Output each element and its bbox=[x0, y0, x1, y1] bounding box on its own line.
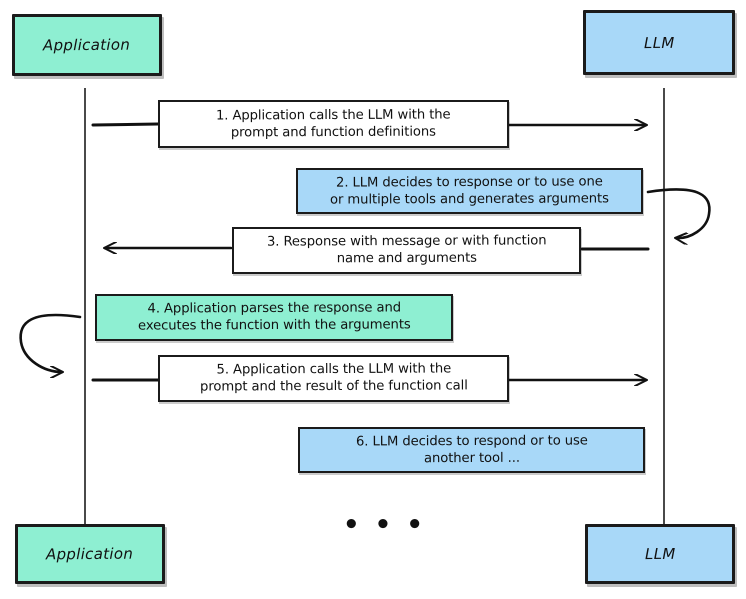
message-step-1-line-2: prompt and function definitions bbox=[230, 124, 437, 141]
message-step-3-line-1: 3. Response with message or with functio… bbox=[266, 233, 547, 250]
note-step-4-line-2: executes the function with the arguments bbox=[137, 317, 411, 335]
actor-application-bottom-label: Application bbox=[46, 544, 134, 564]
message-box-step-3[interactable]: 3. Response with message or with functio… bbox=[232, 227, 581, 274]
note-step-2-line-1: 2. LLM decides to response or to use one bbox=[336, 173, 603, 191]
note-step-4-line-1: 4. Application parses the response and bbox=[147, 300, 401, 317]
continuation-ellipsis: • • • bbox=[343, 510, 426, 540]
message-step-5-line-1: 5. Application calls the LLM with the bbox=[216, 361, 451, 378]
lifeline-llm bbox=[663, 88, 665, 534]
message-step-1-text: 1. Application calls the LLM with the pr… bbox=[216, 106, 451, 142]
note-box-step-6[interactable]: 6. LLM decides to respond or to use anot… bbox=[298, 427, 645, 473]
note-step-4-text: 4. Application parses the response and e… bbox=[138, 299, 411, 335]
actor-application-top-label: Application bbox=[43, 35, 131, 55]
note-step-2-text: 2. LLM decides to response or to use one… bbox=[330, 173, 609, 209]
note-step-2-line-2: or multiple tools and generates argument… bbox=[330, 191, 609, 208]
note-box-step-4[interactable]: 4. Application parses the response and e… bbox=[95, 294, 453, 341]
actor-llm-top[interactable]: LLM bbox=[583, 10, 735, 75]
message-step-5-line-2: prompt and the result of the function ca… bbox=[199, 378, 468, 396]
note-step-6-line-2: another tool ... bbox=[423, 450, 520, 467]
message-box-step-1[interactable]: 1. Application calls the LLM with the pr… bbox=[158, 100, 509, 148]
actor-application-bottom[interactable]: Application bbox=[15, 524, 165, 584]
lifeline-application bbox=[84, 88, 86, 534]
message-step-3-text: 3. Response with message or with functio… bbox=[267, 232, 547, 268]
actor-llm-bottom[interactable]: LLM bbox=[585, 524, 735, 584]
message-step-5-text: 5. Application calls the LLM with the pr… bbox=[200, 360, 468, 396]
actor-llm-bottom-label: LLM bbox=[644, 544, 676, 564]
self-loop-application-step-4 bbox=[19, 313, 82, 372]
message-step-1-line-1: 1. Application calls the LLM with the bbox=[216, 107, 451, 124]
self-loop-llm-step-2 bbox=[646, 188, 711, 238]
note-box-step-2[interactable]: 2. LLM decides to response or to use one… bbox=[296, 168, 643, 214]
note-step-6-line-1: 6. LLM decides to respond or to use bbox=[355, 433, 588, 450]
message-step-3-line-2: name and arguments bbox=[336, 251, 477, 267]
actor-application-top[interactable]: Application bbox=[12, 14, 162, 76]
message-box-step-5[interactable]: 5. Application calls the LLM with the pr… bbox=[158, 355, 509, 402]
actor-llm-top-label: LLM bbox=[643, 33, 675, 52]
note-step-6-text: 6. LLM decides to respond or to use anot… bbox=[355, 432, 587, 468]
